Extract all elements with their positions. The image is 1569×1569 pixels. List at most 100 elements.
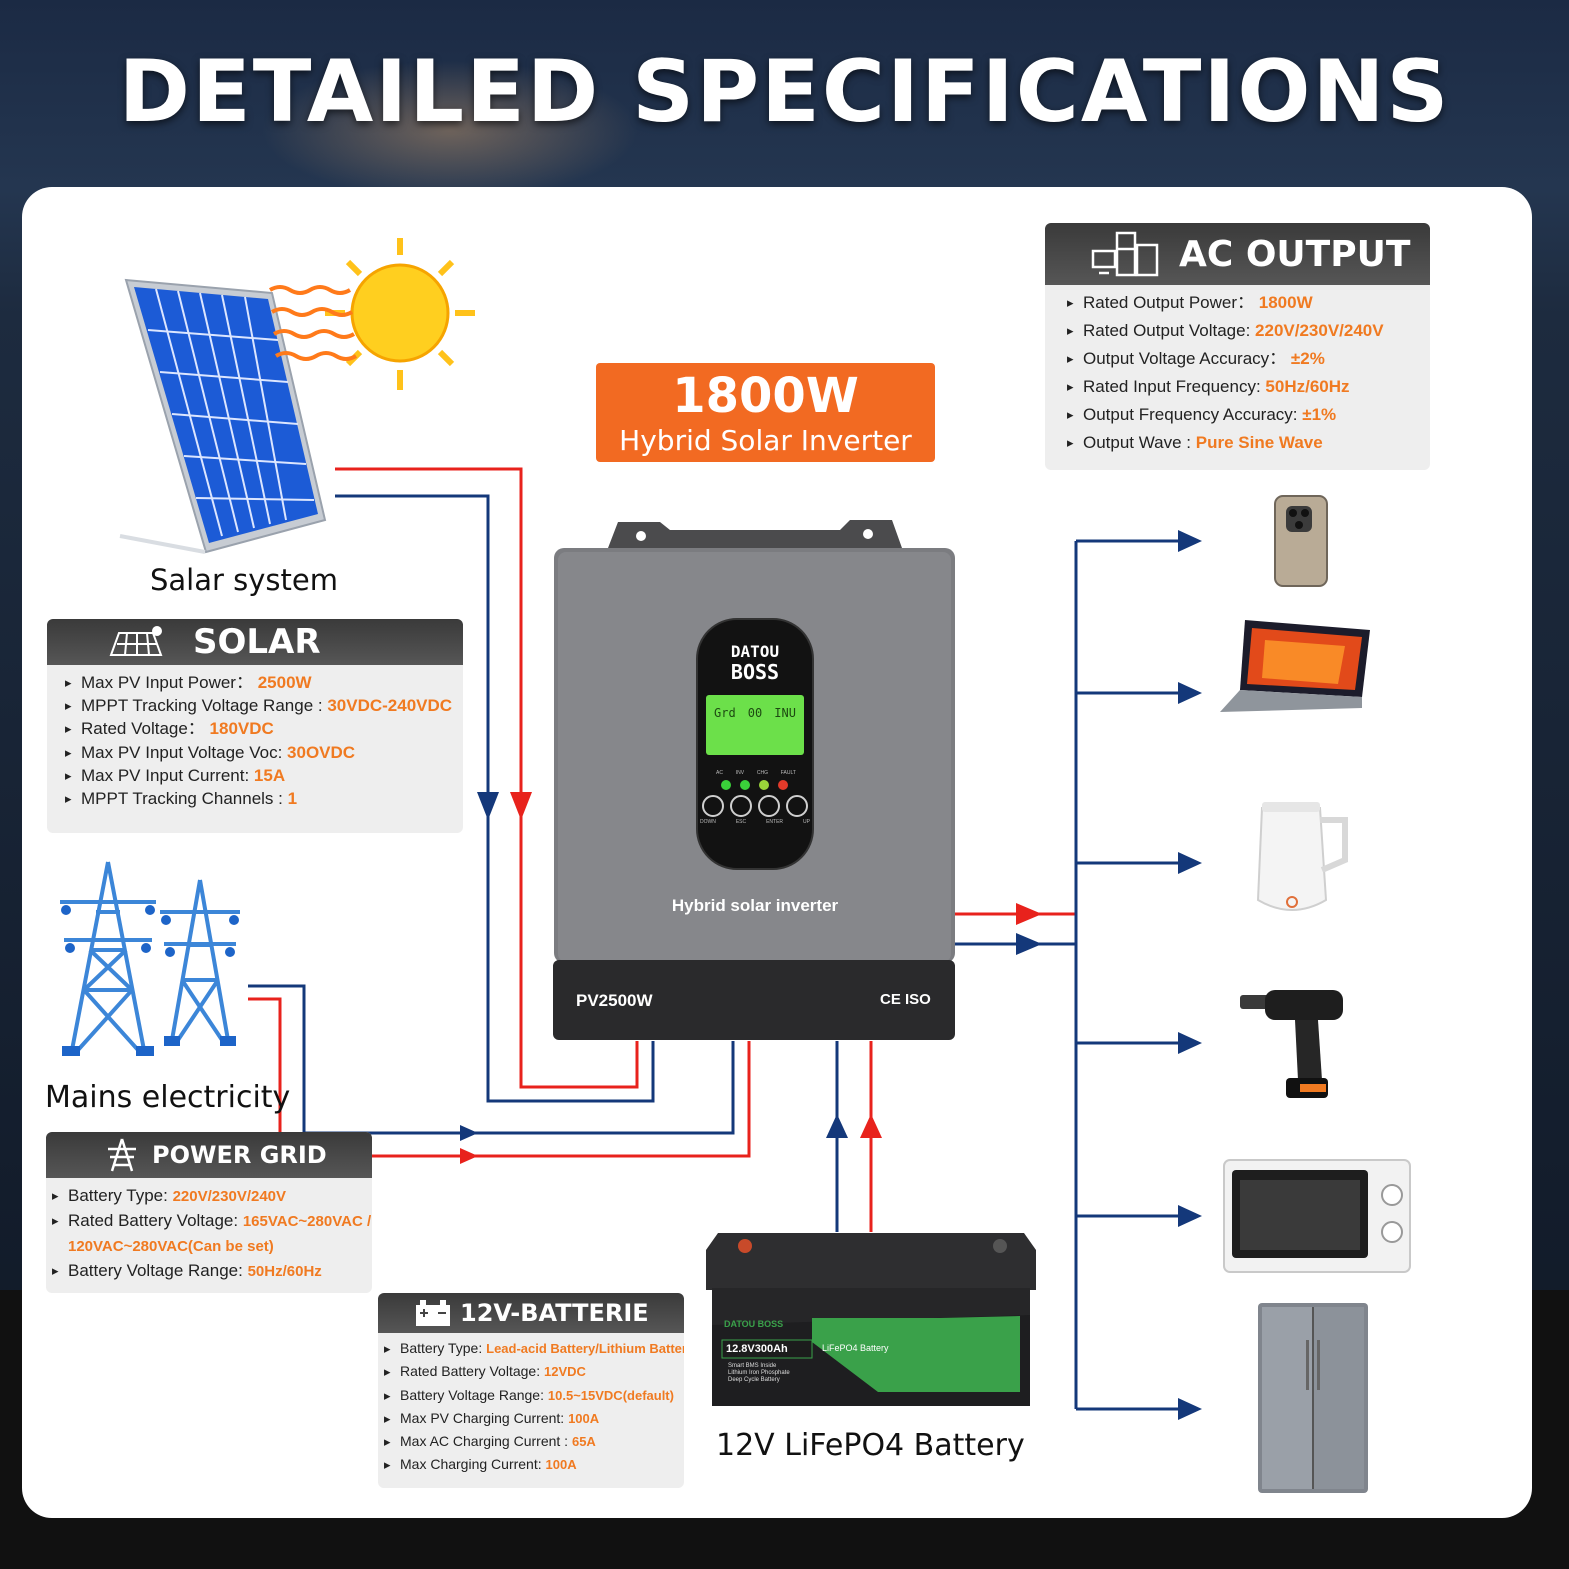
spec-label: Max PV Input Power： (81, 673, 253, 692)
spec-label: Rated Battery Voltage: (68, 1211, 239, 1230)
solar-blue-line (335, 494, 655, 1103)
spec-item: Output Voltage Accuracy： ±2% (1067, 345, 1430, 373)
battery-panel-header: 12V-BATTERIE (378, 1293, 684, 1333)
button-label-esc: ESC (735, 819, 747, 825)
spec-label: Output Frequency Accuracy: (1083, 405, 1298, 424)
spec-value: 220V/230V/240V (1255, 321, 1384, 340)
tower-insulators (61, 905, 239, 1056)
spec-label: Rated Output Power： (1083, 293, 1255, 312)
spec-label: Battery Voltage Range: (400, 1386, 544, 1403)
spec-item: Max PV Input Power： 2500W (65, 671, 463, 694)
battery-device-chemistry: LiFePO4 Battery (822, 1343, 889, 1353)
spec-item: Rated Battery Voltage: 165VAC~280VAC / 1… (52, 1209, 372, 1259)
grid-heading: POWER GRID (152, 1141, 327, 1169)
spec-label: Rated Voltage： (81, 719, 205, 739)
spec-label: Max PV Charging Current: (400, 1409, 565, 1426)
spec-value: 100A (568, 1410, 600, 1426)
inverter-lcd-readout: Grd 00 INU (708, 706, 802, 720)
inverter-mount-bracket (608, 520, 902, 548)
kettle-icon (1256, 802, 1348, 911)
battery-note: Deep Cycle Battery (728, 1377, 780, 1383)
battery-device-notes: Smart BMS Inside Lithium Iron Phosphate … (728, 1363, 790, 1384)
spec-item: Output Wave : Pure Sine Wave (1067, 429, 1430, 457)
spec-value: 165VAC~280VAC / 120VAC~280VAC(Can be set… (68, 1213, 372, 1255)
battery-icon-small (414, 1298, 452, 1328)
ac-output-heading: AC OUTPUT (1179, 233, 1411, 275)
spec-value: 15A (253, 765, 286, 785)
ac-output-panel-header: AC OUTPUT (1045, 223, 1430, 285)
output-branch-arrows (1178, 530, 1202, 1420)
badge-power: 1800W (672, 368, 859, 424)
spec-value: 100A (545, 1457, 577, 1473)
solar-red-line (335, 467, 639, 1089)
output-red-arrow (1016, 903, 1042, 925)
inverter-brand-line1: DATOU (730, 642, 780, 661)
spec-label: Max PV Input Voltage Voc: (81, 742, 283, 762)
spec-value: 30OVDC (287, 742, 356, 762)
button-label-enter: ENTER (766, 819, 784, 825)
button-label-up: UP (803, 819, 810, 825)
inverter-base (553, 960, 955, 1040)
page-title: DETAILED SPECIFICATIONS (118, 42, 1451, 142)
drill-icon (1240, 990, 1343, 1098)
spec-label: Rated Output Voltage: (1083, 321, 1251, 340)
spec-value: ±2% (1290, 349, 1325, 368)
spec-value: 50Hz/60Hz (247, 1263, 322, 1280)
spec-item: Battery Voltage Range: 50Hz/60Hz (52, 1259, 372, 1284)
ac-output-spec-list: Rated Output Power： 1800W Rated Output Vo… (1045, 285, 1430, 457)
grid-spec-list: Battery Type: 220V/230V/240VRated Batter… (46, 1178, 372, 1284)
sunlight-rays (268, 285, 358, 361)
grid-panel-header: POWER GRID (46, 1132, 372, 1178)
spec-item: Battery Type: Lead-acid Battery/Lithium … (384, 1337, 684, 1361)
spec-item: Rated Voltage： 180VDC (65, 717, 463, 740)
spec-item: Max PV Input Voltage Voc: 30OVDC (65, 741, 463, 764)
inverter-model: PV2500W (576, 991, 653, 1010)
spec-item: Rated Input Frequency: 50Hz/60Hz (1067, 373, 1430, 401)
solar-caption: Salar system (150, 563, 338, 597)
spec-value: 1800W (1258, 293, 1313, 312)
spec-label: Output Voltage Accuracy： (1083, 349, 1287, 368)
spec-item: Battery Type: 220V/230V/240V (52, 1184, 372, 1209)
spec-value: 1 (287, 789, 298, 809)
spec-item: Max Charging Current: 100A (384, 1453, 684, 1477)
grid-tower-icon-small (102, 1137, 142, 1173)
solar-blue-arrow (477, 792, 499, 820)
battery-note: Lithium Iron Phosphate (728, 1370, 790, 1376)
spec-label: Battery Type: (400, 1340, 483, 1356)
inverter-led-labels: AC INV CHG FAULT (716, 770, 796, 776)
led-label-inv: INV (735, 770, 745, 776)
solar-panel-icon-small (107, 625, 169, 659)
spec-label: Rated Battery Voltage: (400, 1363, 541, 1380)
battery-caption: 12V LiFePO4 Battery (716, 1428, 1025, 1463)
sun-icon (325, 238, 475, 390)
inverter-power-badge: 1800W Hybrid Solar Inverter (596, 363, 935, 462)
oven-icon (1223, 1159, 1411, 1273)
inverter-buttons (702, 795, 808, 817)
inverter-button-labels: DOWN ESC ENTER UP (700, 819, 810, 825)
spec-item: MPPT Tracking Voltage Range : 30VDC-240V… (65, 694, 463, 717)
inverter-leds (721, 780, 788, 790)
lcd-status: INU (774, 706, 796, 720)
spec-value: Pure Sine Wave (1195, 433, 1323, 452)
spec-label: Max AC Charging Current : (400, 1433, 569, 1450)
smartphone-icon (1274, 495, 1328, 587)
battery-lid (706, 1233, 1036, 1290)
spec-value: 180VDC (209, 719, 274, 739)
battery-device-model: 12.8V300Ah (726, 1343, 788, 1355)
spec-value: 12VDC (543, 1364, 586, 1380)
inverter-brand-line2: BOSS (730, 660, 780, 684)
spec-label: MPPT Tracking Channels : (81, 789, 283, 809)
grid-spec-panel: POWER GRID Battery Type: 220V/230V/240VR… (46, 1132, 372, 1293)
inverter-lcd (706, 695, 804, 755)
led-label-fault: FAULT (780, 770, 796, 776)
spec-label: Rated Input Frequency: (1083, 377, 1261, 396)
spec-item: MPPT Tracking Channels : 1 (65, 787, 463, 810)
spec-value: 50Hz/60Hz (1265, 377, 1350, 396)
grid-red-arrow (460, 1148, 478, 1164)
spec-label: MPPT Tracking Voltage Range : (81, 696, 323, 716)
solar-spec-panel: SOLAR Max PV Input Power： 2500WMPPT Trac… (47, 619, 463, 833)
solar-spec-list: Max PV Input Power： 2500WMPPT Tracking V… (47, 665, 463, 810)
